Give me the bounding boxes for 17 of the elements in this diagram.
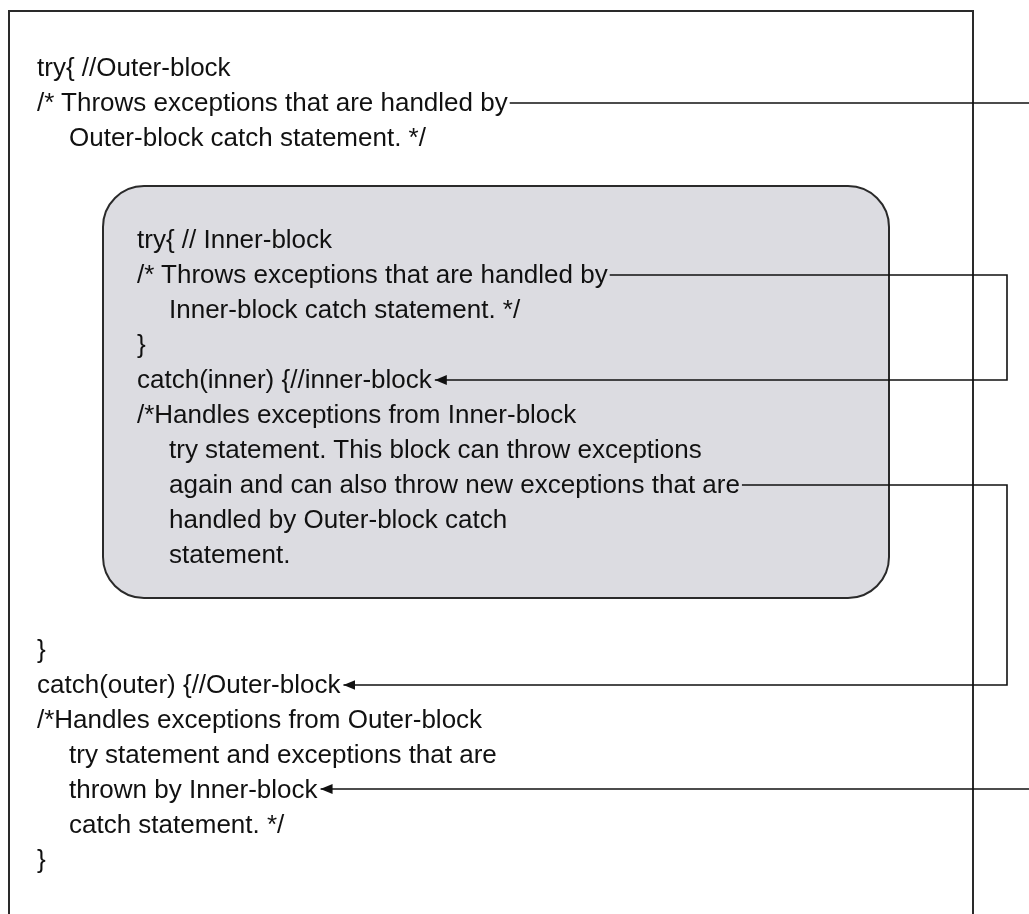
code-text: /*Handles exceptions from Inner-block try statement. This block can throw exceptions again and can also throw new exceptions that are handled by Outer-block catch statement.: [137, 397, 740, 572]
code-text: thrown by Inner-block catch statement. */: [69, 772, 318, 842]
arrow: [434, 274, 1008, 385]
code-brace: }: [137, 328, 146, 361]
code-comment: /* Throws exceptions that are handled by Outer-block catch statement. */: [37, 86, 508, 154]
code-comment: /* Throws exceptions that are handled by Inner-block catch statement. */: [137, 258, 608, 326]
code-brace: }: [37, 843, 46, 876]
inner-block-panel: [102, 185, 890, 599]
code-frame: [8, 10, 974, 914]
connector-line: [508, 102, 1029, 104]
arrow: [342, 484, 1008, 690]
arrow: [319, 784, 1029, 794]
code-text: try{ // Inner-block: [137, 223, 333, 256]
code-brace: }: [37, 633, 46, 666]
code-text: try{ //Outer-block: [37, 51, 231, 84]
code-text: catch(outer) {//Outer-block: [37, 667, 341, 702]
code-text: catch(inner) {//inner-block: [137, 362, 432, 397]
